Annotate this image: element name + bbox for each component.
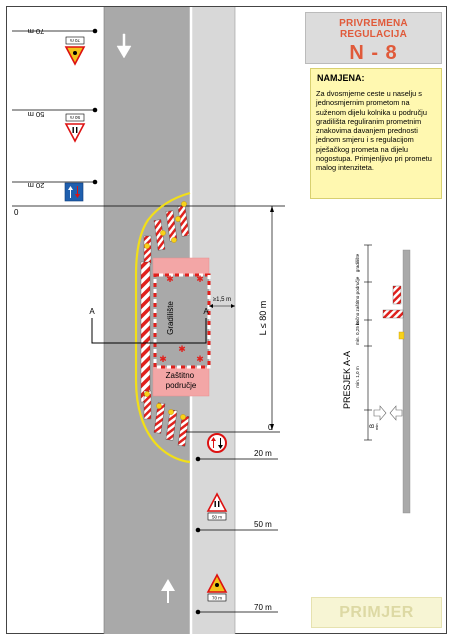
distance-label: 70 m xyxy=(254,603,272,612)
purpose-title: NAMJENA: xyxy=(317,73,365,83)
svg-text:✱: ✱ xyxy=(196,274,204,284)
barrier-group-top xyxy=(143,205,190,265)
distance-label: 50 m xyxy=(28,110,45,119)
sign-post xyxy=(195,456,201,462)
priority-to-oncoming-sign-icon xyxy=(207,433,227,453)
side-barrier xyxy=(140,261,151,403)
protection-zone-label-line2: područje xyxy=(166,381,197,390)
section-dim-min-025: min. 0,25 m xyxy=(355,321,360,345)
svg-text:✱: ✱ xyxy=(178,344,186,354)
warning-lamp-icon xyxy=(144,201,187,249)
sign-post xyxy=(92,28,98,34)
distance-label: 50 m xyxy=(254,520,272,529)
distance-plate: 70 m xyxy=(212,596,222,601)
narrow-road-sign-icon: 50 m xyxy=(206,492,228,521)
protection-zone-label-line1: Zaštitno xyxy=(166,371,195,380)
distance-plate: 70 m xyxy=(70,38,80,43)
svg-text:✱: ✱ xyxy=(159,354,167,364)
section-marker-right: A xyxy=(203,307,209,316)
distance-label: 20 m xyxy=(28,181,45,190)
example-box: PRIMJER xyxy=(311,597,442,628)
clearance-label: ≥1,5 m xyxy=(213,297,231,303)
section-dim-b-sub: min xyxy=(374,424,379,430)
protection-zone-label: Zaštitno područje xyxy=(166,371,197,390)
lane-arrow-icon xyxy=(116,33,132,59)
scheme-category: PRIVREMENA REGULACIJA xyxy=(339,18,408,40)
zero-label-bottom: 0 xyxy=(268,423,273,432)
roadworks-sign-icon: 70 m xyxy=(206,573,228,602)
section-barrier xyxy=(382,309,404,319)
example-label: PRIMJER xyxy=(339,604,414,621)
length-label: L ≤ 80 m xyxy=(258,301,268,336)
barrier-group-bottom xyxy=(143,390,190,447)
section-dim-worksite: gradilište xyxy=(355,253,360,272)
distance-label: 20 m xyxy=(254,449,272,458)
section-fence xyxy=(392,285,402,305)
narrow-road-sign-icon: 50 m xyxy=(64,113,86,143)
section-ticks xyxy=(364,244,372,441)
zero-label-top: 0 xyxy=(14,208,19,217)
scheme-title-box: PRIVREMENA REGULACIJA N - 8 xyxy=(305,12,442,64)
section-title: PRESJEK A-A xyxy=(342,351,352,409)
worksite-label: Gradilište xyxy=(166,301,175,335)
distance-label: 70 m xyxy=(28,27,45,36)
roadworks-sign-icon: 70 m xyxy=(64,36,86,66)
section-ground xyxy=(402,249,411,514)
worksite-area xyxy=(153,275,209,367)
section-dim-b: B xyxy=(370,424,376,428)
sign-post xyxy=(92,107,98,113)
svg-text:✱: ✱ xyxy=(196,354,204,364)
sign-post xyxy=(195,609,201,615)
protection-zone-top xyxy=(152,257,210,276)
priority-over-oncoming-sign-icon xyxy=(64,182,84,202)
distance-plate: 50 m xyxy=(70,115,80,120)
worksite-lamps: ✱ ✱ ✱ ✱ ✱ xyxy=(159,274,204,364)
section-cut-line xyxy=(91,318,207,344)
section-dim-min-10: min. 1,0 m xyxy=(355,366,360,388)
lane-arrow-icon xyxy=(161,579,175,603)
scheme-code: N - 8 xyxy=(349,42,398,64)
section-lamp xyxy=(398,331,405,340)
worksite-fence-white xyxy=(153,273,211,369)
purpose-text: Za dvosmjerne ceste u naselju s jednosmj… xyxy=(316,89,432,173)
protection-zone-bottom xyxy=(152,366,210,397)
distance-plate: 50 m xyxy=(212,515,222,520)
taper-line xyxy=(134,191,191,464)
section-dim-side-zone: bočno zaštitno područje xyxy=(355,276,360,325)
sign-post xyxy=(92,179,98,185)
warning-lamp-icon xyxy=(144,391,186,420)
section-marker-left: A xyxy=(89,307,95,316)
sign-post xyxy=(195,527,201,533)
pedestrian-arrow-icon xyxy=(373,405,403,421)
svg-text:✱: ✱ xyxy=(166,274,174,284)
purpose-box: NAMJENA: Za dvosmjerne ceste u naselju s… xyxy=(310,68,442,199)
